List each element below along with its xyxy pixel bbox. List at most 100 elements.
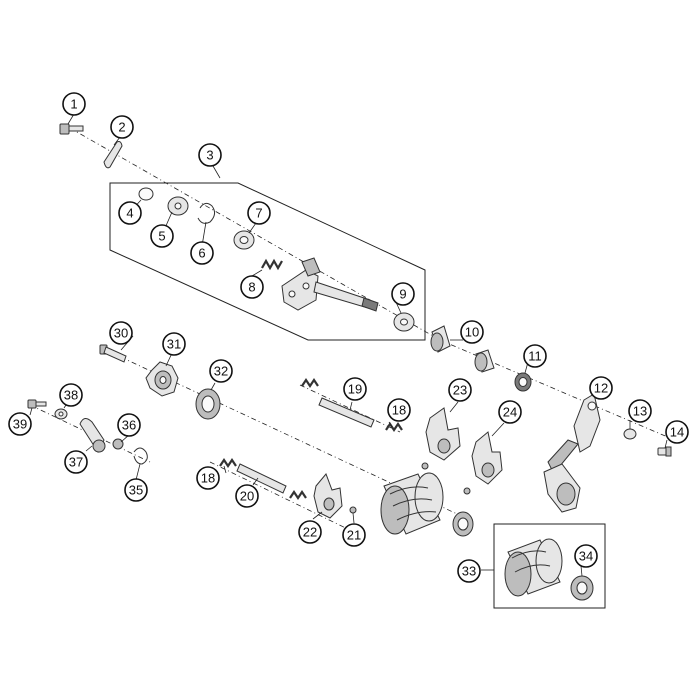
shift-fork-part-24: [471, 431, 503, 485]
svg-text:14: 14: [670, 425, 684, 440]
svg-text:37: 37: [69, 455, 83, 470]
callout-3: 3: [198, 143, 222, 167]
callout-8: 8: [240, 275, 264, 299]
washer-part-5: [167, 196, 189, 216]
svg-text:2: 2: [118, 120, 125, 135]
lever-part-37: [79, 418, 106, 454]
spring-part-18-lower-a: [219, 458, 237, 468]
callout-14: 14: [665, 420, 689, 444]
axis-lines: [29, 127, 671, 536]
callout-23: 23: [448, 378, 472, 402]
svg-text:18: 18: [201, 471, 215, 486]
callout-5: 5: [150, 224, 174, 248]
svg-text:12: 12: [594, 381, 608, 396]
svg-text:33: 33: [462, 564, 476, 579]
bearing-part-34: [570, 575, 594, 601]
svg-text:24: 24: [503, 405, 517, 420]
shift-fork-part-22: [313, 473, 343, 519]
callout-38: 38: [59, 383, 83, 407]
callout-12: 12: [589, 376, 613, 400]
pin-part-23: [421, 462, 429, 470]
svg-text:36: 36: [122, 418, 136, 433]
svg-text:8: 8: [248, 280, 255, 295]
callout-33: 33: [457, 559, 481, 583]
callout-11: 11: [523, 344, 547, 368]
callout-9: 9: [391, 282, 415, 306]
shift-shaft: [281, 257, 379, 312]
shift-drum-part-33: [504, 538, 563, 597]
svg-text:19: 19: [348, 382, 362, 397]
svg-text:9: 9: [399, 287, 406, 302]
callout-18-upper: 18: [387, 398, 411, 422]
callout-20: 20: [235, 484, 259, 508]
callout-30: 30: [109, 321, 133, 345]
callout-32: 32: [209, 359, 233, 383]
callout-31: 31: [162, 332, 186, 356]
svg-text:20: 20: [240, 489, 254, 504]
svg-text:35: 35: [129, 483, 143, 498]
svg-text:22: 22: [303, 525, 317, 540]
callout-2: 2: [110, 115, 134, 139]
svg-text:32: 32: [214, 364, 228, 379]
plate-part-7: [233, 230, 255, 250]
callout-24: 24: [498, 400, 522, 424]
svg-text:39: 39: [13, 417, 27, 432]
svg-text:10: 10: [465, 325, 479, 340]
svg-text:31: 31: [167, 337, 181, 352]
callout-36: 36: [117, 413, 141, 437]
svg-text:21: 21: [347, 528, 361, 543]
callout-10: 10: [460, 320, 484, 344]
svg-text:6: 6: [198, 246, 205, 261]
svg-text:30: 30: [114, 326, 128, 341]
svg-text:13: 13: [633, 404, 647, 419]
seal-part-11: [514, 372, 532, 392]
svg-text:1: 1: [70, 97, 77, 112]
washer-part-13: [623, 428, 637, 440]
spring-part-8: [261, 258, 283, 271]
bushing-part-36: [112, 438, 124, 450]
spring-part-18-upper-a: [301, 378, 319, 388]
callout-35: 35: [124, 478, 148, 502]
spring-part-18-lower-b: [289, 490, 307, 500]
svg-text:11: 11: [528, 349, 542, 364]
bushing-part-10: [430, 325, 451, 353]
pin-part-21: [349, 506, 357, 514]
assembly-box-33: [493, 523, 606, 609]
shift-drum: [380, 472, 444, 535]
svg-text:34: 34: [579, 549, 593, 564]
bolt-part-1: [59, 123, 84, 135]
fork-rod-part-19: [318, 397, 375, 428]
svg-text:38: 38: [64, 388, 78, 403]
washer-part-9: [393, 312, 415, 332]
washer-part-38: [54, 408, 68, 420]
pin-part-24: [463, 487, 471, 495]
callout-21: 21: [342, 523, 366, 547]
spring-part-18-upper-b: [385, 422, 403, 432]
svg-text:4: 4: [126, 206, 133, 221]
bearing-drum-end: [452, 511, 474, 537]
callout-18-lower: 18: [196, 466, 220, 490]
shift-fork-part-23: [425, 407, 461, 461]
callout-37: 37: [64, 450, 88, 474]
svg-text:23: 23: [453, 383, 467, 398]
callout-19: 19: [343, 377, 367, 401]
lever-part-2: [103, 141, 123, 169]
svg-text:5: 5: [158, 229, 165, 244]
bolt-part-14: [657, 446, 672, 457]
callout-7: 7: [247, 201, 271, 225]
shift-drum-star-part-31: [145, 361, 179, 397]
callout-6: 6: [190, 241, 214, 265]
callout-4: 4: [118, 201, 142, 225]
callout-22: 22: [298, 520, 322, 544]
bearing-part-32: [195, 388, 221, 420]
svg-text:7: 7: [255, 206, 262, 221]
callout-13: 13: [628, 399, 652, 423]
bushing-part-upper: [474, 349, 495, 373]
bolt-part-39: [27, 399, 47, 409]
fork-rod-part-20: [236, 463, 287, 494]
circlip-part-4: [138, 187, 154, 201]
callout-34: 34: [574, 544, 598, 568]
assembly-box-3: [109, 182, 426, 341]
callout-39: 39: [8, 412, 32, 436]
